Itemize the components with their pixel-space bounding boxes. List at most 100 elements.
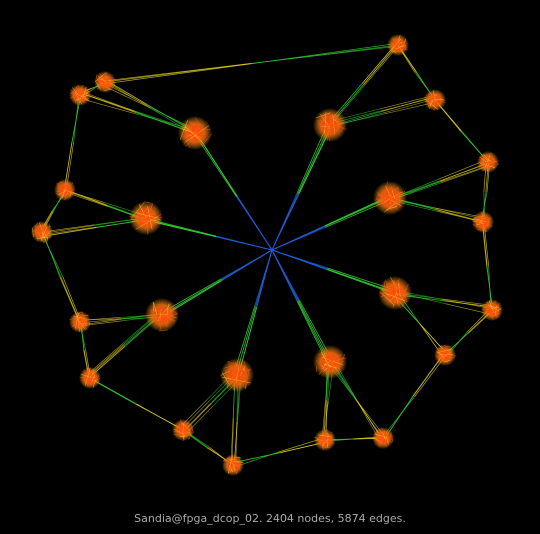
cluster-edge <box>187 430 191 435</box>
cluster-edge <box>376 198 383 207</box>
cluster-edge <box>236 374 250 385</box>
cluster-edge <box>329 437 334 443</box>
inner-cluster <box>145 298 179 332</box>
cluster-edge <box>429 99 433 109</box>
cluster-edge <box>322 361 328 370</box>
cluster-edge <box>324 364 337 369</box>
cluster-edge <box>390 195 404 199</box>
cluster-edge <box>389 186 392 196</box>
cluster-edge <box>245 368 250 389</box>
cluster-edge <box>404 38 407 43</box>
cluster-edge <box>390 199 402 206</box>
cluster-edge <box>328 116 338 120</box>
cluster-edge <box>482 167 486 172</box>
cluster-edge <box>65 188 74 196</box>
cluster-edge <box>494 312 501 315</box>
cluster-edge <box>392 297 398 308</box>
cluster-edge <box>326 120 345 136</box>
cluster-edge <box>182 128 195 134</box>
cluster-edge <box>391 190 396 199</box>
hub-spoke-edge <box>221 249 273 281</box>
cluster-edge <box>56 190 65 192</box>
cluster-edge <box>385 283 397 305</box>
cluster-edge <box>78 97 84 102</box>
cluster-edge <box>388 190 406 209</box>
cluster-edge <box>81 317 84 322</box>
cluster-edge <box>71 93 85 103</box>
cluster-edge <box>222 372 230 385</box>
cluster-edge <box>89 379 92 381</box>
cluster-edge <box>481 162 493 171</box>
cluster-edge <box>89 322 91 325</box>
cluster-edge <box>36 227 42 231</box>
cluster-edge <box>439 356 456 363</box>
cluster-edge <box>232 364 238 381</box>
hub-spoke-edge <box>236 196 273 251</box>
cluster-edge <box>229 464 233 473</box>
cluster-edge <box>237 375 250 383</box>
cluster-edge <box>490 161 495 168</box>
outer-cluster <box>79 367 101 389</box>
cluster-edge <box>144 201 152 204</box>
cluster-edge <box>398 280 403 294</box>
cluster-edge <box>61 187 64 189</box>
fan-edge <box>379 95 433 110</box>
cluster-edge <box>486 160 492 171</box>
cluster-edge <box>331 124 341 126</box>
cluster-edge <box>338 126 345 135</box>
cluster-edge <box>380 195 391 210</box>
cluster-edge <box>71 87 79 95</box>
cluster-edge <box>482 301 496 309</box>
cluster-edge <box>90 370 93 384</box>
cluster-edge <box>440 352 449 364</box>
cluster-edge <box>235 461 242 474</box>
cluster-edge <box>228 465 233 474</box>
cluster-edge <box>101 77 107 83</box>
cluster-edge <box>78 320 80 332</box>
cluster-edge <box>81 374 96 378</box>
cluster-edge <box>137 211 147 218</box>
cluster-edge <box>239 380 245 388</box>
cluster-edge <box>379 430 383 440</box>
cluster-edge <box>378 437 385 447</box>
cluster-edge <box>89 375 100 387</box>
cluster-edge <box>98 79 105 83</box>
cluster-edge <box>487 310 492 315</box>
cluster-edge <box>78 85 81 94</box>
cluster-edge <box>37 225 41 227</box>
cluster-edge <box>92 377 101 384</box>
cluster-edge <box>431 98 436 100</box>
cluster-edge <box>137 216 163 223</box>
cluster-edge <box>82 314 89 317</box>
cluster-edge <box>159 329 168 332</box>
cluster-edge <box>485 300 491 310</box>
cluster-edge <box>235 375 240 379</box>
cluster-edge <box>75 324 80 326</box>
cluster-edge <box>190 423 194 434</box>
cluster-edge <box>322 446 331 449</box>
outer-cluster <box>222 454 244 476</box>
inner-cluster <box>313 345 347 379</box>
cluster-edge <box>387 293 406 302</box>
cluster-edge <box>479 159 489 168</box>
cluster-edge <box>78 86 87 96</box>
cluster-edge <box>179 435 189 437</box>
cluster-edge <box>157 311 174 321</box>
cluster-edge <box>41 231 44 238</box>
cluster-edge <box>232 465 234 472</box>
cluster-edge <box>396 44 406 50</box>
cluster-edge <box>64 185 66 190</box>
cluster-edge <box>428 94 433 108</box>
cluster-edge <box>395 294 397 298</box>
cluster-edge <box>324 356 329 371</box>
cluster-edge <box>433 101 436 111</box>
cluster-edge <box>76 93 81 97</box>
cluster-edge <box>232 459 237 466</box>
cluster-edge <box>396 291 398 296</box>
outer-cluster <box>372 427 394 449</box>
cluster-edge <box>182 425 190 433</box>
cluster-edge <box>229 459 235 468</box>
cluster-edge <box>92 379 96 388</box>
cluster-edge <box>384 192 391 202</box>
cluster-edge <box>87 375 89 379</box>
